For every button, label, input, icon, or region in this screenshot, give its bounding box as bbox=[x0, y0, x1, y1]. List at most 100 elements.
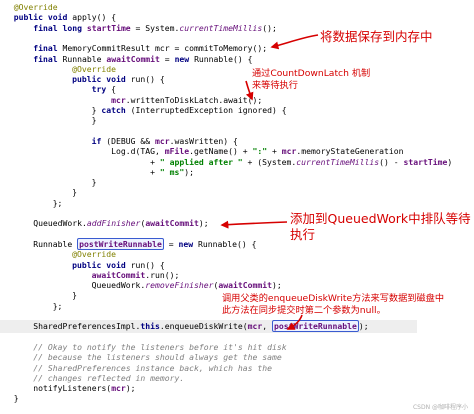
note-queued-work: 添加到QueuedWork中排队等待 执行 bbox=[290, 211, 471, 242]
code-token: QueuedWork. bbox=[91, 280, 146, 291]
code-token: Runnable bbox=[62, 53, 107, 64]
code-token: mcr bbox=[247, 321, 263, 332]
note-countdownlatch: 通过CountDownLatch 机制 来等待执行 bbox=[252, 68, 371, 91]
code-line: final long startTime = System.currentTim… bbox=[0, 22, 277, 35]
code-line: // Okay to notify the listeners before i… bbox=[0, 341, 287, 354]
code-token: new bbox=[178, 238, 199, 249]
code-token: = bbox=[159, 53, 175, 64]
code-token: .run(); bbox=[145, 269, 180, 280]
arrow-countdownlatch bbox=[245, 80, 254, 101]
code-token: ( bbox=[213, 280, 219, 291]
highlighted-token: postWriteRunnable bbox=[77, 237, 164, 250]
code-token: public void bbox=[72, 74, 131, 85]
code-token: " ms" bbox=[159, 166, 185, 177]
code-token: = bbox=[163, 238, 179, 249]
code-token: } bbox=[72, 290, 78, 301]
code-token: currentTimeMillis bbox=[179, 22, 263, 33]
code-line: // because the listeners should always g… bbox=[0, 351, 282, 364]
code-token: ); bbox=[125, 383, 136, 394]
code-line: }; bbox=[0, 300, 63, 313]
arrow-save-to-memory bbox=[270, 34, 319, 50]
code-token: } bbox=[91, 115, 97, 126]
code-token: Runnable bbox=[33, 238, 78, 249]
code-token: catch bbox=[101, 105, 131, 115]
code-line: awaitCommit.run(); bbox=[0, 269, 180, 282]
code-token: .wasWritten) { bbox=[169, 135, 238, 146]
code-line: } bbox=[0, 186, 77, 199]
code-token: // changes reflected in memory. bbox=[33, 372, 185, 383]
code-line: try { bbox=[0, 83, 116, 96]
code-line: mcr.writtenToDiskLatch.await(); bbox=[0, 94, 262, 107]
code-token: .enqueueDiskWrite( bbox=[159, 321, 248, 332]
code-line: public void run() { bbox=[0, 73, 165, 86]
code-token: .getName() + bbox=[189, 146, 253, 157]
code-line: if (DEBUG && mcr.wasWritten) { bbox=[0, 135, 238, 148]
code-token: run() { bbox=[130, 259, 165, 270]
code-token: // SharedPreferences instance back, whic… bbox=[33, 362, 272, 373]
code-token: Log.d(TAG, bbox=[111, 146, 165, 157]
code-line: notifyListeners(mcr); bbox=[0, 382, 136, 395]
code-token: (); bbox=[262, 22, 277, 33]
code-token: SharedPreferencesImpl. bbox=[33, 321, 141, 332]
code-token: + bbox=[150, 166, 160, 177]
code-line: Runnable postWriteRunnable = new Runnabl… bbox=[0, 237, 257, 251]
code-line: final MemoryCommitResult mcr = commitToM… bbox=[0, 42, 267, 55]
arrow-enqueue-disk-write bbox=[286, 314, 303, 330]
code-line: } bbox=[0, 114, 97, 127]
code-token: (InterruptedException ignored) { bbox=[130, 105, 287, 115]
code-token: = System. bbox=[130, 22, 180, 33]
code-token: startTime bbox=[403, 156, 448, 167]
code-token: awaitCommit bbox=[91, 269, 146, 280]
code-token: ); bbox=[184, 166, 194, 177]
code-token: } bbox=[91, 105, 102, 115]
code-token: mcr bbox=[111, 94, 126, 105]
code-token: , bbox=[262, 321, 273, 332]
code-line: public void apply() { bbox=[0, 11, 116, 24]
code-token: ); bbox=[271, 280, 282, 291]
code-line: QueuedWork.removeFinisher(awaitCommit); bbox=[0, 279, 282, 292]
code-token: try bbox=[91, 84, 112, 95]
code-token: }; bbox=[52, 300, 63, 311]
code-token: + (System. bbox=[242, 156, 297, 167]
code-token: final long bbox=[33, 22, 87, 33]
code-line: @Override bbox=[0, 248, 116, 261]
code-token: run() { bbox=[130, 74, 165, 85]
code-line: } bbox=[0, 392, 19, 405]
code-token: { bbox=[111, 84, 117, 95]
code-token: public void bbox=[13, 12, 73, 23]
code-token: awaitCommit bbox=[218, 280, 272, 291]
code-token: } bbox=[91, 177, 97, 188]
code-token: + bbox=[150, 156, 160, 167]
code-line: // changes reflected in memory. bbox=[0, 372, 184, 385]
code-token: QueuedWork. bbox=[33, 218, 87, 229]
code-token: ) bbox=[447, 156, 453, 167]
code-token: // Okay to notify the listeners before i… bbox=[33, 341, 287, 352]
code-token: apply() { bbox=[72, 12, 117, 23]
code-token: ); bbox=[358, 321, 369, 332]
code-line: // SharedPreferences instance back, whic… bbox=[0, 362, 272, 375]
code-token: mcr bbox=[111, 383, 126, 394]
code-token: ( bbox=[140, 218, 146, 229]
code-line: Log.d(TAG, mFile.getName() + ":" + mcr.m… bbox=[0, 145, 404, 158]
arrow-queued-work bbox=[220, 220, 288, 229]
code-token: + bbox=[267, 146, 282, 157]
code-token: }; bbox=[52, 197, 63, 208]
code-line: } bbox=[0, 176, 97, 189]
code-token: @Override bbox=[72, 249, 117, 260]
code-token: ); bbox=[198, 218, 209, 229]
note-save-to-memory: 将数据保存到内存中 bbox=[320, 29, 433, 44]
note-enqueue-disk-write: 调用父类的enqueueDiskWrite方法来写数据到磁盘中 此方法在同步提交… bbox=[222, 293, 445, 316]
code-token: mFile bbox=[164, 146, 190, 157]
code-line: } bbox=[0, 289, 77, 302]
code-token: .memoryStateGeneration bbox=[296, 146, 404, 157]
code-token: this bbox=[140, 321, 160, 332]
code-line: @Override bbox=[0, 63, 116, 76]
code-line: }; bbox=[0, 197, 63, 210]
code-token: addFinisher bbox=[86, 218, 141, 229]
code-token: awaitCommit bbox=[106, 53, 160, 64]
code-token: final bbox=[33, 53, 63, 64]
code-token: awaitCommit bbox=[145, 218, 199, 229]
code-token: Runnable() { bbox=[198, 238, 257, 249]
code-line: public void run() { bbox=[0, 259, 165, 272]
